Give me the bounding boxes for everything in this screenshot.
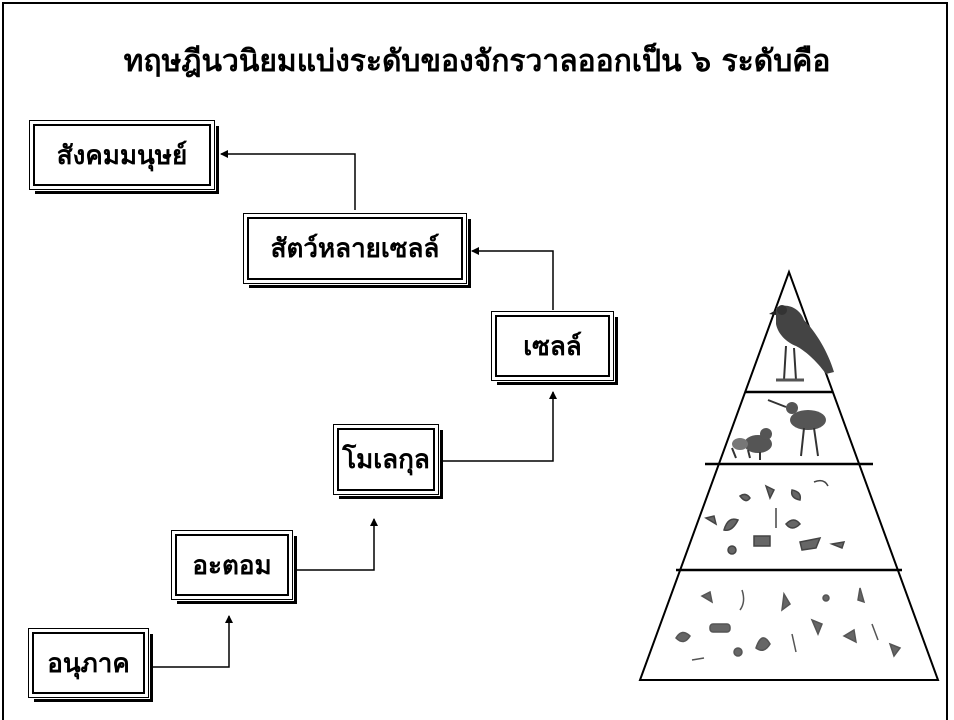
level-box-cell: เซลล์ bbox=[491, 311, 618, 385]
level-label-human-society: สังคมมนุษย์ bbox=[33, 124, 211, 186]
bird-icon bbox=[769, 305, 834, 382]
level-label-molecule: โมเลกุล bbox=[337, 428, 435, 491]
ecological-pyramid-illustration bbox=[638, 269, 940, 681]
level-box-molecule: โมเลกุล bbox=[333, 424, 443, 499]
level-box-multicellular-animal: สัตว์หลายเซลล์ bbox=[243, 213, 471, 288]
pyramid-outline bbox=[638, 269, 940, 681]
level-label-atom: อะตอม bbox=[175, 534, 289, 596]
arrow-atom-to-molecule bbox=[296, 518, 378, 571]
cells-icon bbox=[704, 479, 846, 555]
level-label-particle: อนุภาค bbox=[32, 632, 145, 694]
arrow-animal-to-society bbox=[220, 150, 356, 210]
slide-title: ทฤษฎีนวนิยมแบ่งระดับของจักรวาลออกเป็น ๖ … bbox=[123, 44, 831, 79]
level-box-atom: อะตอม bbox=[171, 530, 297, 604]
arrow-particle-to-atom bbox=[152, 615, 233, 668]
small-animals-icon bbox=[731, 399, 826, 460]
arrow-molecule-to-cell bbox=[442, 391, 557, 462]
particles-icon bbox=[675, 587, 902, 661]
level-label-cell: เซลล์ bbox=[495, 315, 610, 377]
level-box-human-society: สังคมมนุษย์ bbox=[29, 120, 219, 194]
level-label-multicellular-animal: สัตว์หลายเซลล์ bbox=[247, 217, 463, 280]
arrow-cell-to-animal bbox=[471, 247, 554, 310]
level-box-particle: อนุภาค bbox=[28, 628, 153, 702]
